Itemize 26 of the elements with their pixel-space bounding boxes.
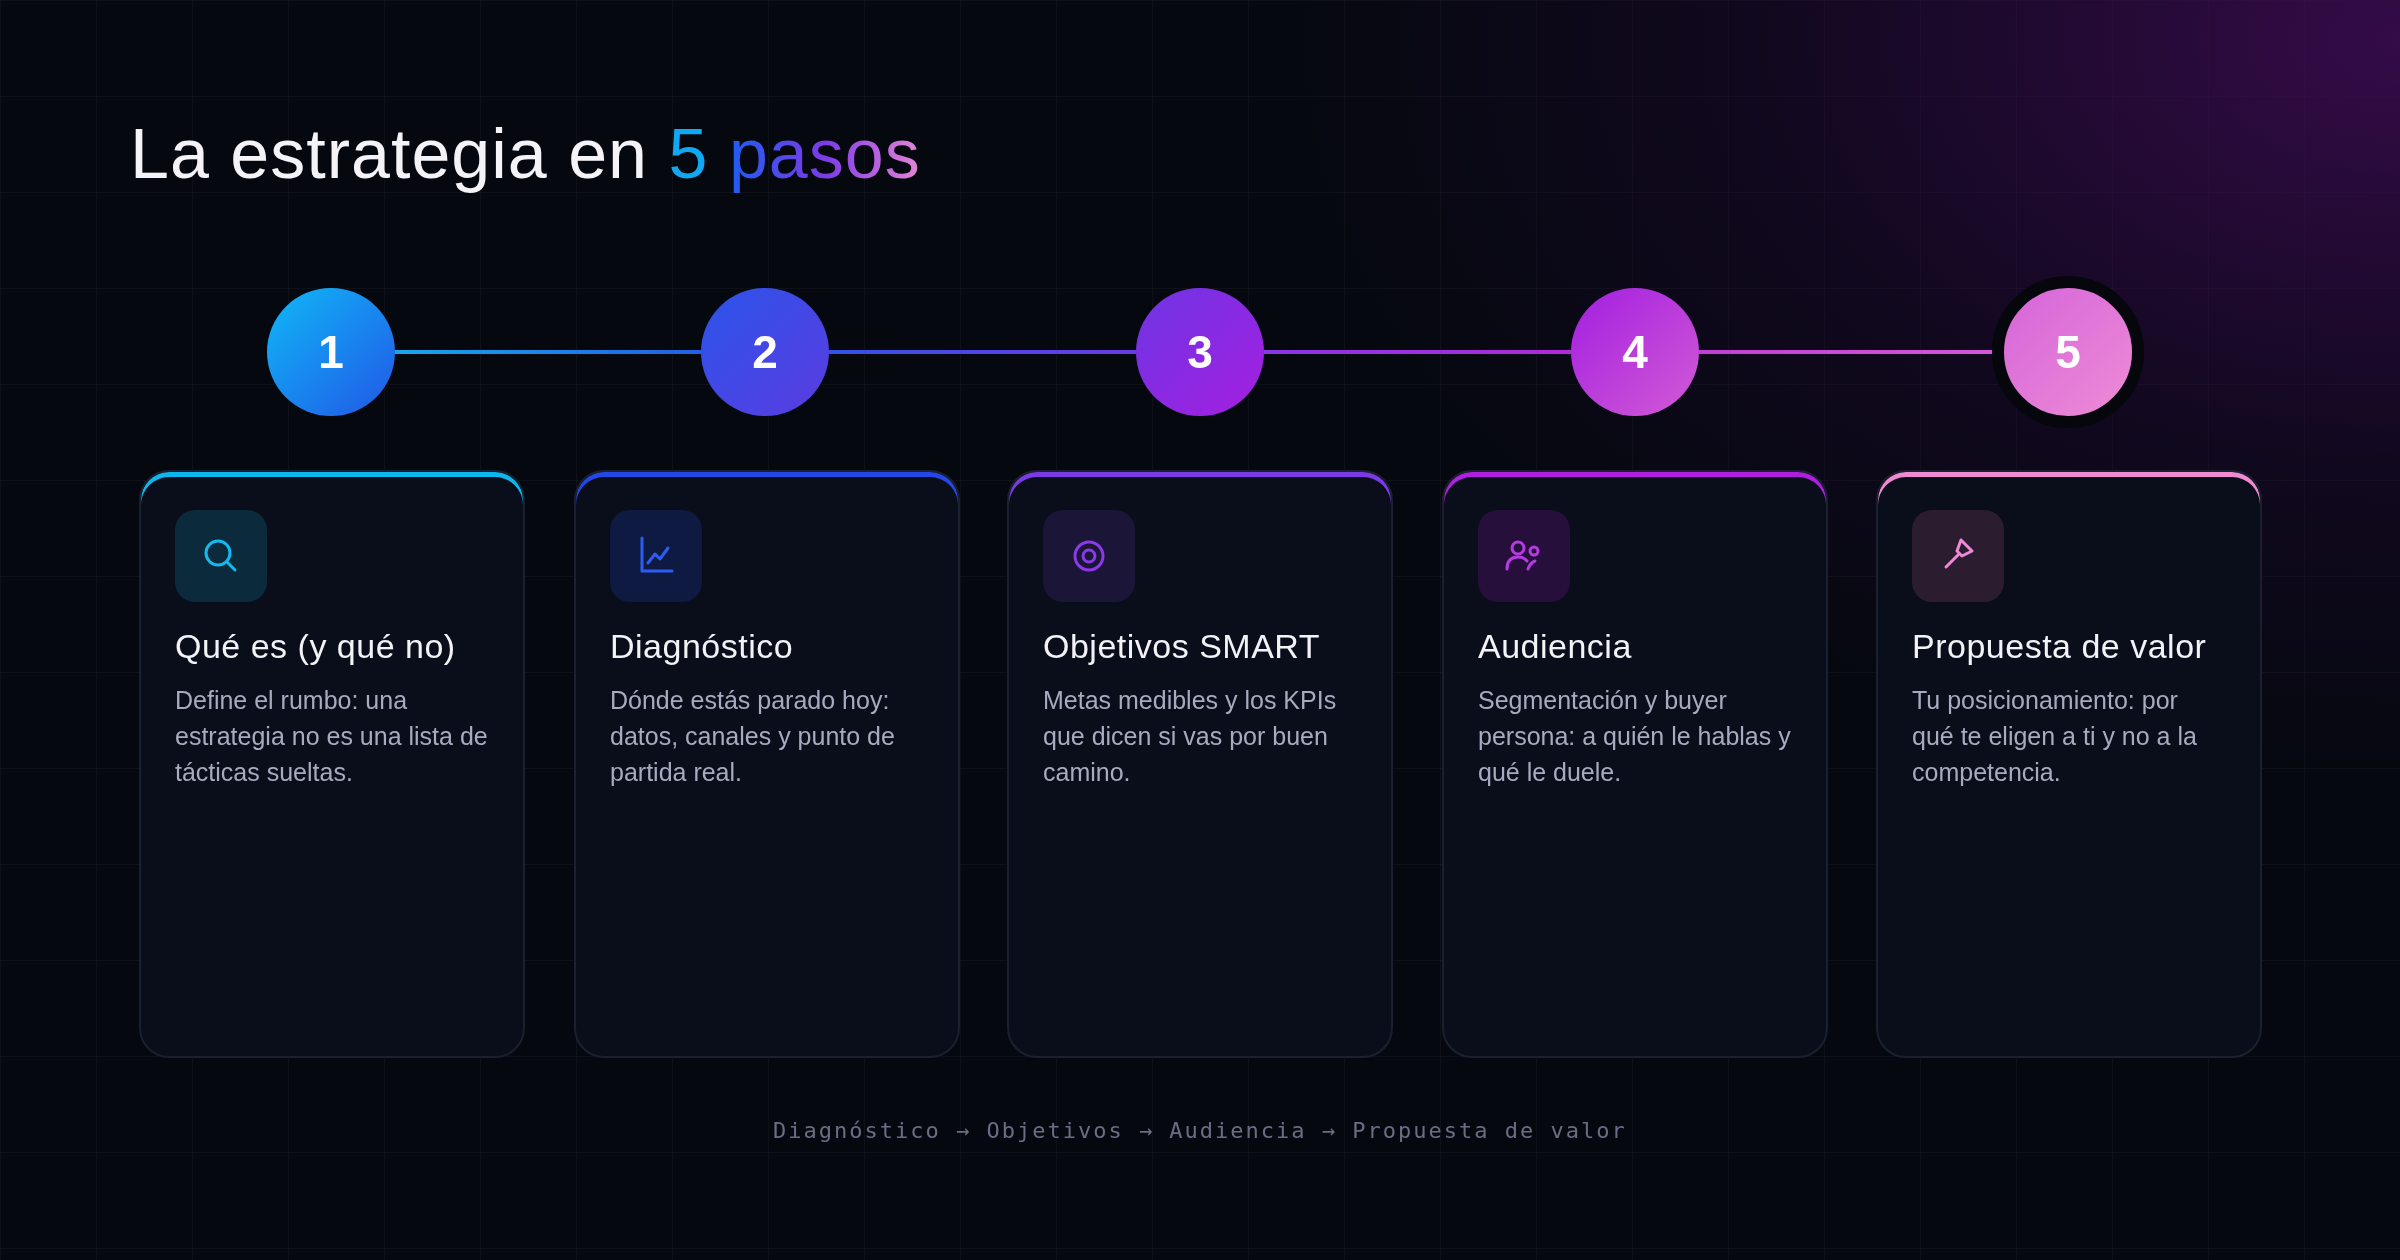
connector-line [395, 350, 701, 354]
card-description: Tu posicionamiento: por qué te eligen a ti y no a la competencia. [1912, 685, 2198, 788]
step-card [139, 470, 525, 1058]
card-description: Metas medibles y los KPIs que dicen si vas por buen camino. [1043, 685, 1338, 788]
step-number-circle: 1 [267, 288, 395, 416]
step-number-circle: 5 [1992, 276, 2144, 428]
card-heading: Propuesta de valor [1912, 626, 2208, 666]
card-heading: Audiencia [1478, 626, 1633, 666]
card-description: Define el rumbo: una estrategia no es una lista de tácticas sueltas. [175, 685, 489, 788]
step-card [574, 470, 960, 1058]
step-number-circle: 3 [1136, 288, 1264, 416]
connector-line [1264, 350, 1571, 354]
card-heading: Objetivos SMART [1043, 626, 1322, 666]
connector-line [1699, 350, 1992, 354]
card-heading: Qué es (y qué no) [175, 626, 457, 666]
card-description: Segmentación y buyer persona: a quién le hablas y qué le duele. [1478, 685, 1792, 788]
footer-note: Diagnóstico → Objetivos → Audiencia → Propuesta de valor [773, 1118, 1627, 1143]
step-card [1007, 470, 1393, 1058]
step-number-circle: 4 [1571, 288, 1699, 416]
connector-line [829, 350, 1136, 354]
diagram-title: La estrategia en 5 pasos [130, 114, 921, 195]
card-heading: Diagnóstico [610, 626, 795, 666]
card-description: Dónde estás parado hoy: datos, canales y punto de partida real. [610, 685, 896, 788]
step-card [1876, 470, 2262, 1058]
step-card [1442, 470, 1828, 1058]
step-number-circle: 2 [701, 288, 829, 416]
